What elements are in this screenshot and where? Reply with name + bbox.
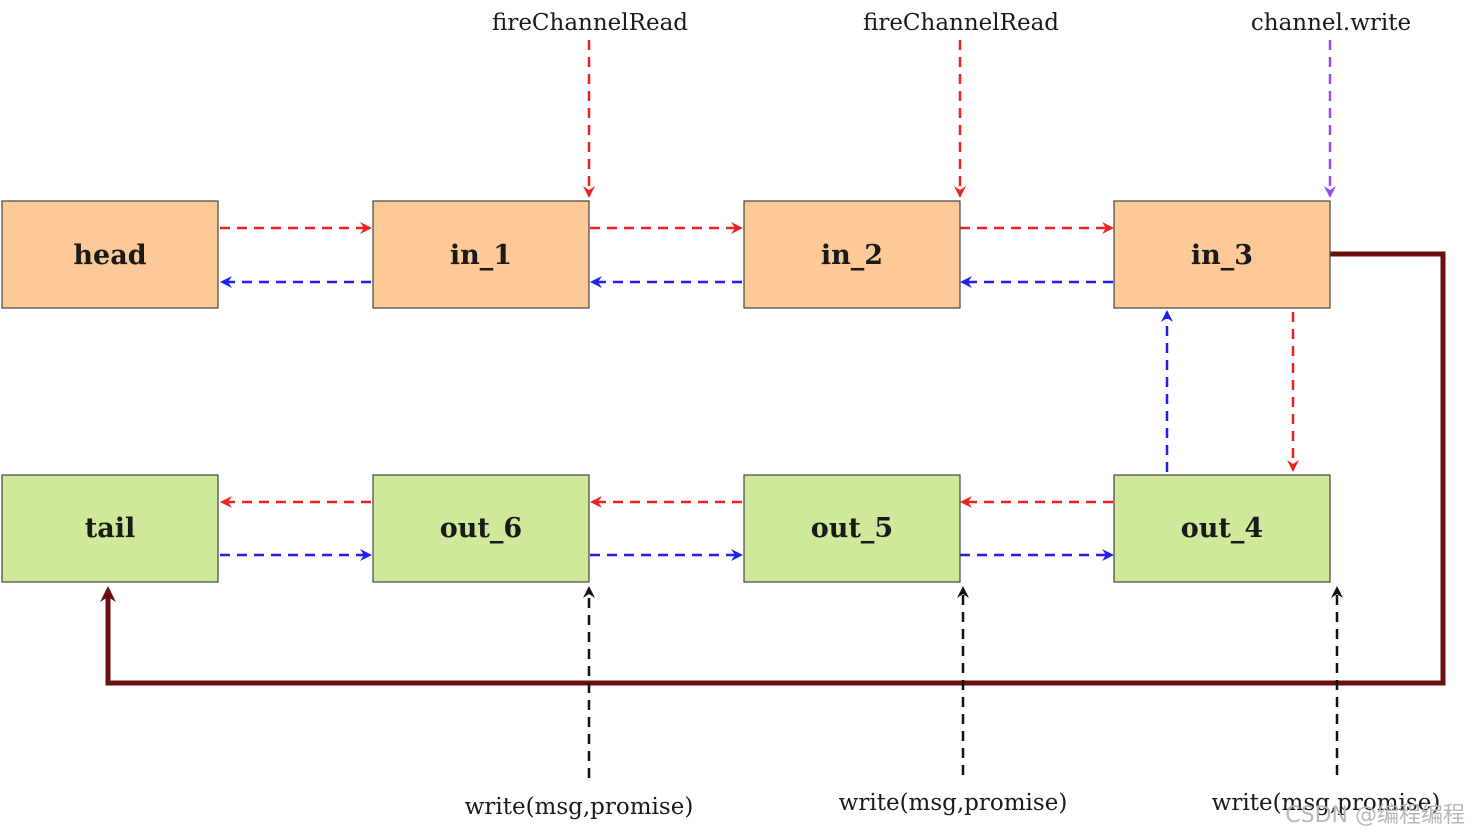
node-in-3: in_3 <box>1113 200 1331 309</box>
node-in-1-label: in_1 <box>450 240 512 271</box>
watermark: CSDN @编程编程 <box>1285 803 1465 828</box>
label-write-2: write(msg,promise) <box>839 790 1068 816</box>
node-in-3-label: in_3 <box>1191 240 1253 271</box>
node-out-6-label: out_6 <box>440 513 522 544</box>
node-in-2-label: in_2 <box>821 240 883 271</box>
node-in-1: in_1 <box>372 200 590 309</box>
label-write-1: write(msg,promise) <box>465 794 694 820</box>
node-head: head <box>1 200 219 309</box>
label-fire-channel-read-2: fireChannelRead <box>863 10 1059 36</box>
label-channel-write: channel.write <box>1251 10 1411 36</box>
node-out-5-label: out_5 <box>811 513 893 544</box>
node-head-label: head <box>73 240 146 271</box>
label-fire-channel-read-1: fireChannelRead <box>492 10 688 36</box>
label-write-3: write(msg,promise) <box>1212 790 1441 816</box>
node-tail: tail <box>1 474 219 583</box>
node-out-4-label: out_4 <box>1181 513 1263 544</box>
node-in-2: in_2 <box>743 200 961 309</box>
loop-connector-arrow <box>100 251 1446 686</box>
node-tail-label: tail <box>85 513 135 544</box>
node-out-5: out_5 <box>743 474 961 583</box>
node-out-6: out_6 <box>372 474 590 583</box>
node-out-4: out_4 <box>1113 474 1331 583</box>
